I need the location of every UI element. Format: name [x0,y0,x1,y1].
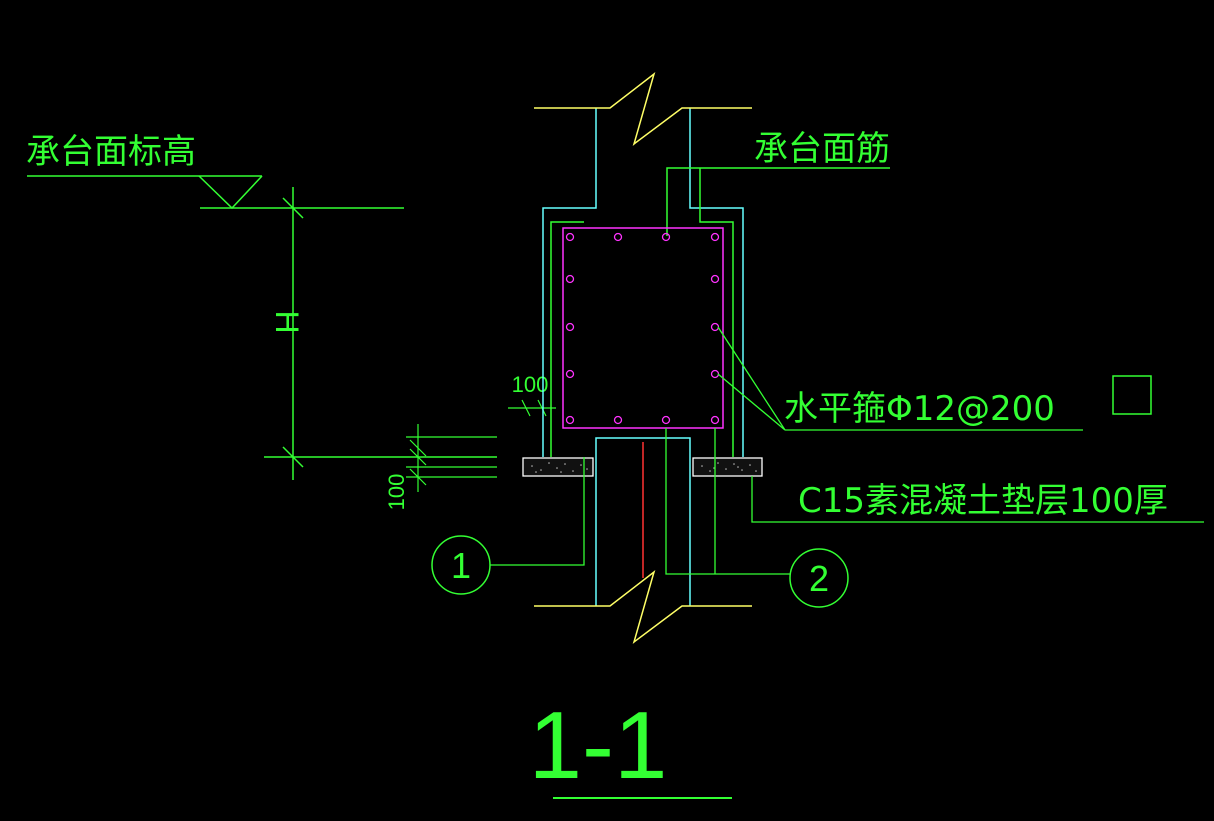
callout-1-number: 1 [451,545,471,586]
longitudinal-bars [565,232,720,425]
rebar-dot [613,415,623,425]
stirrup-leader-a [717,326,786,431]
cap-top-rebar-line [550,167,890,457]
cover-dim-tick-right [537,399,547,417]
cushion-layer [522,457,763,477]
cap-elevation-marker [27,175,404,210]
callout-2-number: 2 [809,558,829,599]
stirrup-leader-b [717,373,786,431]
callout-2-circle [789,548,849,608]
cushion-hatch [531,462,757,473]
cushion-block-right [692,457,763,477]
rebar-dot [710,274,720,284]
cushion-leader [751,476,1204,523]
cushion-dim-label: 100 [384,474,409,511]
break-lines [534,72,752,644]
empty-square-icon [1112,375,1152,415]
cushion-dim-tick-b [409,448,427,466]
callout-2: 2 [665,428,849,608]
stirrup-label: 水平箍Φ12@200 [784,389,1055,429]
top-rebar-right [699,168,734,457]
top-break-line [534,72,752,146]
callout-1: 1 [431,457,585,595]
cover-dimension [508,399,556,417]
cushion-block-left [522,457,594,477]
rebar-dot [565,274,575,284]
stirrup-leader [717,326,1083,431]
height-tick-top [282,197,304,219]
outline-lower-shaft [595,437,691,606]
top-rebar-leader [666,167,890,236]
outline-left-upper [542,108,597,457]
cap-top-elevation-label: 承台面标高 [26,132,196,172]
pile-cap-outline [542,108,744,606]
cover-dim-tick-left [521,399,531,417]
rebar-dot [710,415,720,425]
height-dimension [264,187,497,480]
rebar-dot [565,322,575,332]
bottom-break-line [534,570,752,644]
elevation-triangle-icon [198,175,263,210]
rebar-dot [710,232,720,242]
stirrup-rectangle [562,227,724,429]
stirrup-cage [562,227,724,429]
top-rebar-left [550,221,584,457]
cushion-dimension [406,424,497,492]
rebar-dot [565,369,575,379]
cap-top-rebar-label: 承台面筋 [754,129,890,169]
rebar-dot [565,232,575,242]
rebar-dot [661,415,671,425]
height-symbol-label: H [269,310,305,333]
rebar-dot [661,232,671,242]
cushion-label: C15素混凝土垫层100厚 [798,481,1168,521]
outline-right-upper [689,108,744,457]
cushion-dim-tick-a [409,439,427,457]
rebar-dot [565,415,575,425]
cover-dim-label: 100 [512,372,549,397]
rebar-dot [710,369,720,379]
rebar-dot [613,232,623,242]
section-title: 1-1 [529,692,668,799]
callout-1-leader [490,457,585,566]
callout-2-leader [665,428,790,575]
rebar-dot [710,322,720,332]
